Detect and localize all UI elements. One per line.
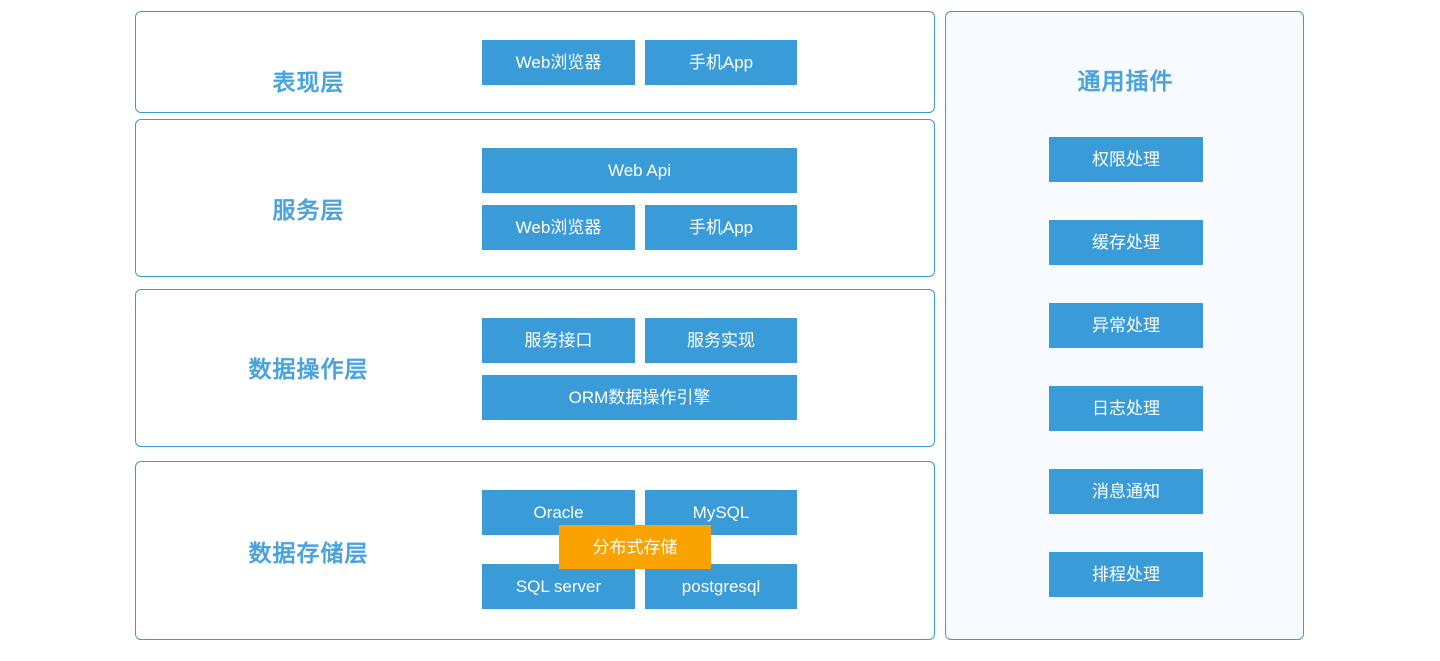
layer-panel-service: 服务层 Web Api Web浏览器 手机App xyxy=(135,119,935,277)
plugin-item-log[interactable]: 日志处理 xyxy=(1049,386,1203,431)
layer-panel-presentation: 表现层 Web浏览器 手机App xyxy=(135,11,935,113)
layer-panel-data-operation: 数据操作层 服务接口 服务实现 ORM数据操作引擎 xyxy=(135,289,935,447)
node-service-interface[interactable]: 服务接口 xyxy=(482,318,635,363)
plugin-item-permission[interactable]: 权限处理 xyxy=(1049,137,1203,182)
node-web-browser-service[interactable]: Web浏览器 xyxy=(482,205,635,250)
node-mobile-app-presentation[interactable]: 手机App xyxy=(645,40,797,85)
plugin-panel: 通用插件 权限处理 缓存处理 异常处理 日志处理 消息通知 排程处理 xyxy=(945,11,1304,640)
node-oracle[interactable]: Oracle xyxy=(482,490,635,535)
layer-title-service: 服务层 xyxy=(272,197,345,223)
node-web-browser-presentation[interactable]: Web浏览器 xyxy=(482,40,635,85)
node-orm-engine[interactable]: ORM数据操作引擎 xyxy=(482,375,797,420)
node-web-api[interactable]: Web Api xyxy=(482,148,797,193)
plugin-item-cache[interactable]: 缓存处理 xyxy=(1049,220,1203,265)
node-mobile-app-service[interactable]: 手机App xyxy=(645,205,797,250)
node-distributed-storage[interactable]: 分布式存储 xyxy=(559,525,711,569)
layer-title-data-operation: 数据操作层 xyxy=(248,356,369,382)
layer-title-data-storage: 数据存储层 xyxy=(248,540,369,566)
plugin-item-message-notification[interactable]: 消息通知 xyxy=(1049,469,1203,514)
node-postgresql[interactable]: postgresql xyxy=(645,564,797,609)
plugin-item-scheduling[interactable]: 排程处理 xyxy=(1049,552,1203,597)
node-service-implementation[interactable]: 服务实现 xyxy=(645,318,797,363)
node-sql-server[interactable]: SQL server xyxy=(482,564,635,609)
layer-panel-data-storage: 数据存储层 Oracle MySQL SQL server postgresql… xyxy=(135,461,935,640)
plugin-item-exception[interactable]: 异常处理 xyxy=(1049,303,1203,348)
layer-title-presentation: 表现层 xyxy=(272,69,345,95)
plugin-panel-title: 通用插件 xyxy=(1077,68,1174,94)
